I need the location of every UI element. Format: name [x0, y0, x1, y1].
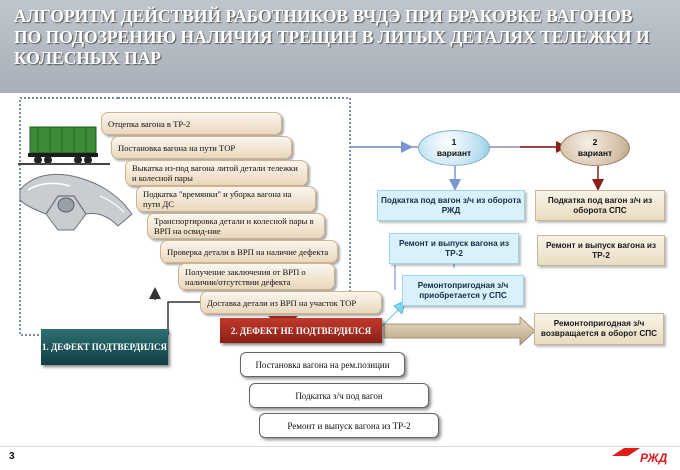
defect-confirmed-box: 1. ДЕФЕКТ ПОДТВЕРДИЛСЯ — [41, 329, 168, 365]
feedback-loop-left — [19, 97, 118, 336]
variant1-label: вариант — [436, 148, 472, 158]
variant2-oval: 2 вариант — [560, 130, 630, 166]
variant1-box-1: Подкатка под вагон з/ч из оборота РЖД — [377, 190, 525, 221]
step-7: Получение заключения от ВРП о наличии/от… — [178, 263, 335, 290]
variant2-box-1: Подкатка под вагон з/ч из оборота СПС — [535, 190, 665, 221]
step-2: Постановка вагона на пути ТОР — [111, 136, 292, 159]
variant2-label: вариант — [577, 148, 613, 158]
arrow-to-variant1 — [381, 299, 407, 327]
header-banner — [0, 0, 680, 93]
arrow-to-variant2 — [383, 316, 536, 346]
bottom-step-1: Постановка вагона на рем.позиции — [240, 352, 405, 377]
defect-not-confirmed-box: 2. ДЕФЕКТ НЕ ПОДТВЕРДИЛСЯ — [220, 318, 382, 343]
bottom-step-3: Ремонт и выпуск вагона из ТР-2 — [259, 413, 439, 438]
footer-divider — [0, 446, 680, 447]
step-6: Проверка детали в ВРП на наличие дефекта — [160, 240, 338, 263]
variant2-box-3: Ремонтопригодная з/ч возвращается в обор… — [534, 313, 664, 345]
step-4: Подкатка "времянки" и уборка вагона на п… — [136, 186, 316, 212]
variant1-oval: 1 вариант — [418, 130, 490, 166]
svg-text:РЖД: РЖД — [640, 451, 668, 465]
page-number: 3 — [9, 451, 15, 462]
step-1: Отцепка вагона в ТР-2 — [101, 112, 282, 135]
bogie-frame-icon — [19, 173, 133, 231]
step-8: Доставка детали из ВРП на участок ТОР — [200, 291, 382, 314]
bottom-step-2: Подкатка з/ч под вагон — [249, 383, 429, 408]
variant1-box-3: Ремонтопригодная з/ч приобретается у СПС — [402, 275, 524, 306]
freight-wagon-icon — [18, 126, 110, 165]
page-title: АЛГОРИТМ ДЕЙСТВИЙ РАБОТНИКОВ ВЧДЭ ПРИ БР… — [14, 6, 650, 68]
step-5: Транспортировка детали и колесной пары в… — [147, 213, 325, 239]
variant1-box-2: Ремонт и выпуск вагона из ТР-2 — [389, 233, 519, 264]
rzd-logo: РЖД — [612, 448, 668, 465]
variant2-box-2: Ремонт и выпуск вагона из ТР-2 — [537, 235, 665, 266]
feedback-loop-right — [118, 97, 351, 305]
variant2-number: 2 — [592, 137, 598, 147]
step-3: Выкатка из-под вагона литой детали тележ… — [125, 160, 308, 186]
variant1-number: 1 — [451, 137, 457, 147]
connector-defect-confirmed — [167, 301, 200, 335]
